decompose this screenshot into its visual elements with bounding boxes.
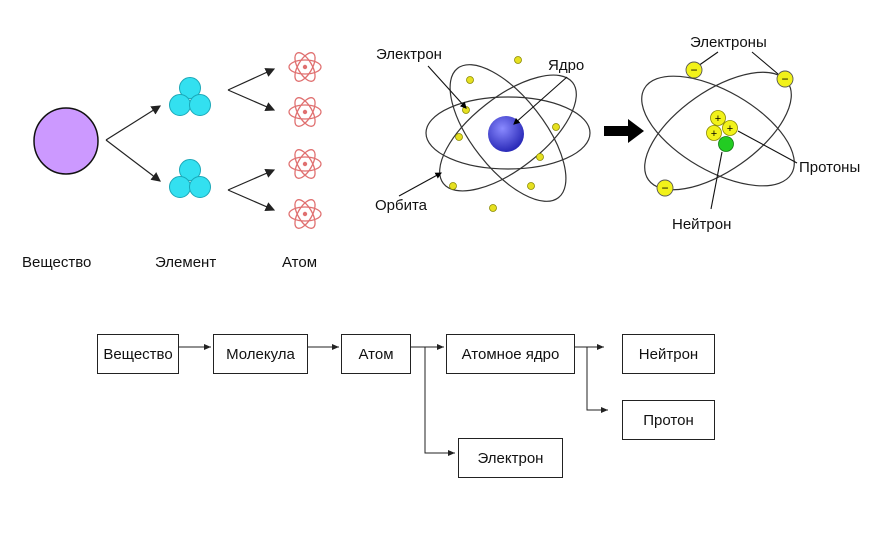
proton-balls: + + + (706, 110, 738, 141)
nucleus-structure-diagram: + + + − − − (641, 51, 798, 210)
arrow-substance-element-2 (105, 139, 161, 182)
element-label: Элемент (155, 254, 217, 271)
connector-nucleus-proton (586, 347, 608, 413)
connector-atom-electron (424, 347, 455, 456)
substance-label: Вещество (22, 254, 92, 271)
electron-dots (449, 56, 560, 212)
node-substance: Вещество (97, 334, 179, 374)
top-illustration: + + + − − − (33, 48, 798, 233)
node-neutron: Нейтрон (622, 334, 715, 374)
proton-sign-3: + (727, 123, 733, 135)
nucleus-label: Ядро (548, 57, 585, 74)
orbit-2 (449, 64, 567, 202)
electron-balls: − − − (656, 61, 794, 197)
pointer-protons (737, 130, 798, 164)
node-molecule: Молекула (213, 334, 308, 374)
electron-sign-3: − (661, 181, 668, 195)
pointer-neutron (710, 151, 723, 210)
orbit-3 (439, 74, 577, 192)
atom-structure-diagram (398, 56, 591, 212)
electrons-label: Электроны (690, 34, 767, 51)
orbit-1 (425, 96, 591, 170)
atom-label: Атом (282, 254, 318, 271)
electron-label: Электрон (376, 46, 442, 63)
node-atom: Атом (341, 334, 411, 374)
pointer-nucleus (513, 76, 568, 125)
node-nucleus: Атомное ядро (446, 334, 575, 374)
arrow-element-atom-3 (227, 168, 276, 191)
protons-label: Протоны (799, 159, 861, 176)
node-electron: Электрон (458, 438, 563, 478)
arrow-element-atom-2 (227, 89, 276, 112)
arrow-substance-element-1 (105, 105, 162, 141)
proton-sign-2: + (711, 128, 717, 140)
pointer-orbit (398, 172, 442, 197)
arrow-element-atom-1 (227, 68, 276, 91)
pointer-electrons-2 (751, 51, 779, 75)
atom-nucleus (488, 116, 524, 152)
node-proton: Протон (622, 400, 715, 440)
orbit-label: Орбита (375, 197, 428, 214)
substance-sphere (33, 107, 99, 175)
neutron-label: Нейтрон (672, 216, 732, 233)
nucleus-orbit-2 (641, 75, 795, 187)
pointer-electrons-1 (697, 51, 719, 67)
electron-sign-2: − (781, 72, 788, 86)
pointer-electron (427, 65, 467, 109)
neutron-ball (718, 136, 734, 152)
arrow-element-atom-4 (227, 189, 276, 212)
electron-sign-1: − (690, 63, 697, 77)
big-right-arrow (604, 119, 644, 143)
proton-sign-1: + (715, 113, 721, 125)
